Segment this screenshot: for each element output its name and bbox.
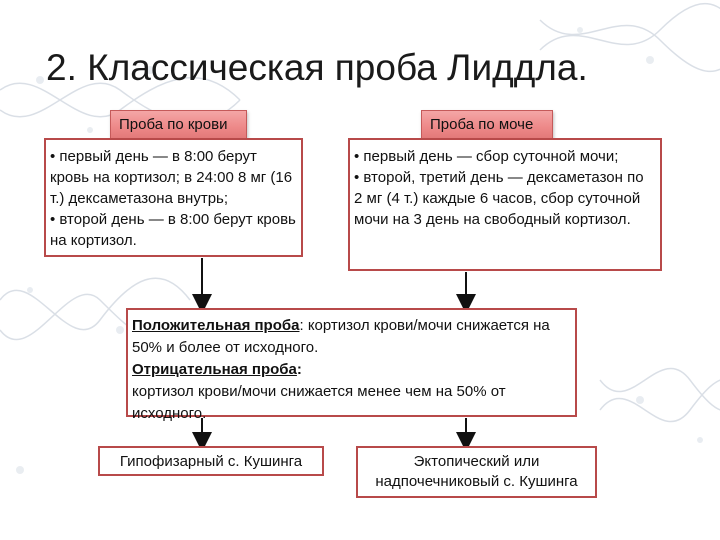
positive-text: : кортизол крови/мочи снижается на 50% и… <box>132 317 550 356</box>
blood-test-tag: Проба по крови <box>110 110 247 140</box>
positive-label: Положительная проба <box>132 317 300 334</box>
negative-label: Отрицательная проба <box>132 361 297 378</box>
blood-line-1: • первый день — в 8:00 берут кровь на ко… <box>50 148 293 207</box>
blood-line-2: • второй день — в 8:00 берут кровь на ко… <box>50 211 296 249</box>
page-title: 2. Классическая проба Лиддла. <box>46 47 588 88</box>
negative-colon: : <box>296 361 302 378</box>
urine-line-1: • первый день — сбор суточной мочи; <box>354 148 619 165</box>
pituitary-outcome-box: Гипофизарный с. Кушинга <box>98 446 324 476</box>
criteria-box: Положительная проба: кортизол крови/мочи… <box>126 308 577 422</box>
pituitary-outcome-text: Гипофизарный с. Кушинга <box>119 453 303 470</box>
negative-text: кортизол крови/мочи снижается менее чем … <box>132 383 506 422</box>
urine-line-2: • второй, третий день — дексаметазон по … <box>354 169 644 228</box>
ectopic-outcome-box: Эктопический или надпочечниковый с. Куши… <box>356 446 597 498</box>
blood-test-box: • первый день — в 8:00 берут кровь на ко… <box>44 138 303 257</box>
ectopic-outcome-text: Эктопический или надпочечниковый с. Куши… <box>375 453 578 490</box>
urine-test-tag: Проба по моче <box>421 110 553 140</box>
urine-test-box: • первый день — сбор суточной мочи; • вт… <box>348 138 662 271</box>
